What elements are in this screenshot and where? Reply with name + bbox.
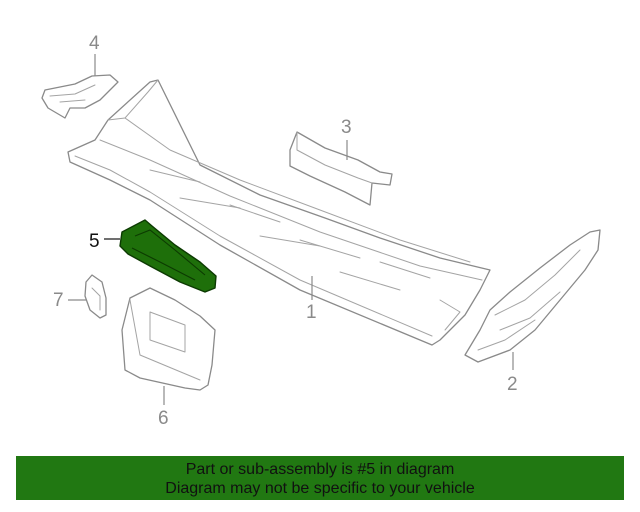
callout-2: 2 — [507, 374, 518, 395]
part-1-cowl-panel[interactable] — [67, 79, 491, 346]
callout-4: 4 — [89, 33, 100, 54]
part-4-small-bracket[interactable] — [41, 74, 119, 119]
banner-line-2: Diagram may not be specific to your vehi… — [165, 480, 475, 497]
callout-6: 6 — [158, 408, 169, 429]
callout-3: 3 — [341, 117, 352, 138]
info-banner: Part or sub-assembly is #5 in diagram Di… — [16, 456, 624, 500]
part-7-clip[interactable] — [84, 274, 107, 319]
leader-lines — [68, 54, 514, 405]
callout-7: 7 — [53, 290, 64, 311]
part-2-side-cowl[interactable] — [464, 229, 601, 363]
part-5-highlighted-seal[interactable] — [119, 219, 217, 293]
part-3-bracket[interactable] — [289, 131, 393, 206]
banner-line-1: Part or sub-assembly is #5 in diagram — [185, 461, 455, 478]
part-6-lower-panel[interactable] — [121, 287, 216, 391]
parts-diagram: 1 2 3 4 5 6 7 — [41, 33, 601, 429]
callout-5: 5 — [89, 231, 100, 252]
callout-1: 1 — [306, 302, 317, 323]
